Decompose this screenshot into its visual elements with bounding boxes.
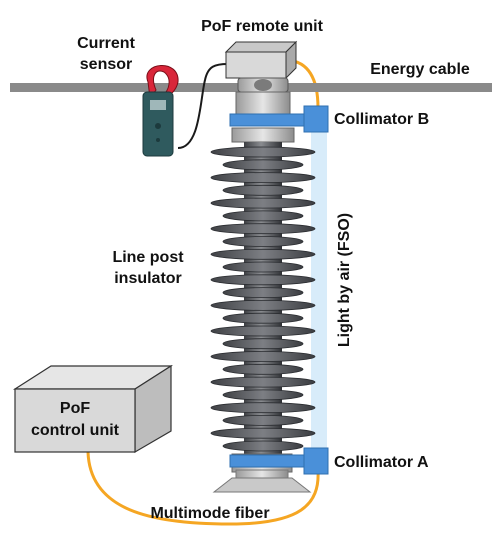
insulator-shed (210, 248, 316, 260)
insulator-shed (222, 389, 304, 401)
insulator-shed (222, 312, 304, 324)
insulator-shed (210, 402, 316, 414)
pof-remote-unit-box-icon (224, 40, 298, 80)
current-sensor-label-line2: sensor (80, 56, 132, 73)
current-sensor-clamp-icon (142, 65, 179, 157)
pof-control-unit-label-line2: control unit (31, 422, 120, 439)
collimator-b (229, 105, 329, 133)
pof-control-unit-label-line1: PoF (60, 400, 90, 417)
insulator-shed (222, 159, 304, 171)
pof-control-unit-box-icon (12, 364, 174, 454)
line-post-insulator-icon (210, 142, 316, 454)
insulator-sheds (210, 146, 316, 452)
line-post-insulator-label-line1: Line post (112, 249, 184, 266)
line-post-insulator-label-line2: insulator (114, 270, 182, 287)
collimator-b-label: Collimator B (334, 111, 429, 128)
insulator-shed (210, 274, 316, 286)
collimator-a (229, 447, 329, 475)
current-sensor-wire (177, 63, 229, 149)
insulator-shed (222, 363, 304, 375)
fso-light-beam (311, 128, 327, 458)
insulator-top-fitting (231, 77, 295, 143)
current-sensor-label-line1: Current (77, 35, 135, 52)
insulator-shed (210, 325, 316, 337)
energy-cable-label: Energy cable (370, 61, 470, 78)
insulator-shed (210, 146, 316, 158)
insulator-shed (222, 414, 304, 426)
light-by-air-label: Light by air (FSO) (336, 213, 353, 347)
insulator-shed (222, 261, 304, 273)
insulator-shed (222, 184, 304, 196)
insulator-shed (210, 376, 316, 388)
insulator-shed (222, 210, 304, 222)
insulator-shed (210, 351, 316, 362)
insulator-shed (210, 427, 316, 439)
insulator-shed (222, 338, 304, 350)
collimator-a-label: Collimator A (334, 454, 429, 471)
insulator-shed (210, 299, 316, 311)
multimode-fiber (86, 451, 320, 526)
insulator-shed (210, 223, 316, 235)
insulator-shed (222, 287, 304, 299)
pof-remote-unit-label: PoF remote unit (201, 18, 323, 35)
insulator-shed (210, 172, 316, 184)
insulator-shed (222, 440, 304, 452)
insulator-shed (210, 197, 316, 209)
insulator-shed (222, 236, 304, 247)
multimode-fiber-label: Multimode fiber (150, 505, 269, 522)
